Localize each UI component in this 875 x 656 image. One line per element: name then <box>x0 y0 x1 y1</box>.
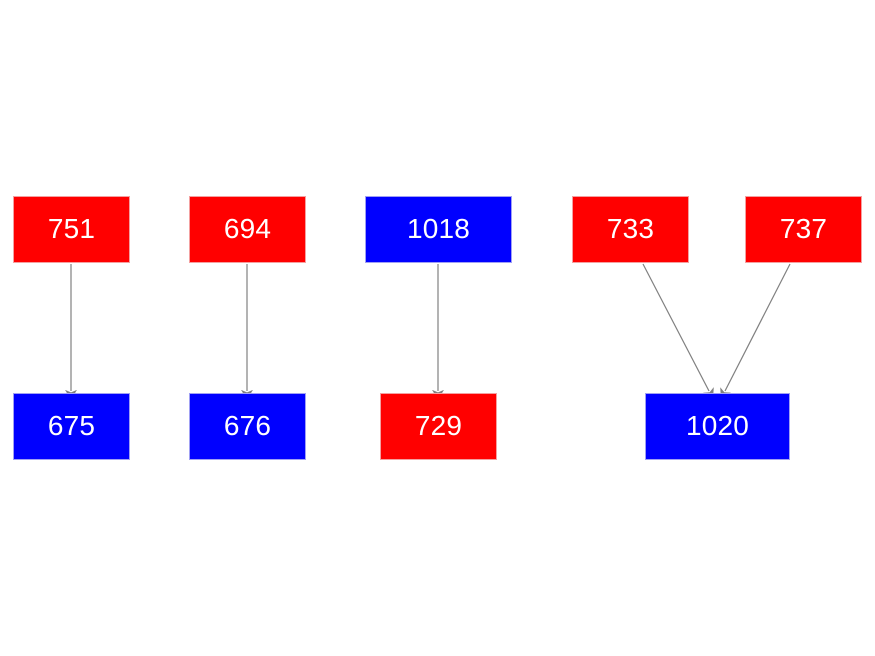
node-label: 694 <box>223 212 272 244</box>
node-label: 737 <box>779 212 828 244</box>
node-label: 729 <box>414 409 463 441</box>
graph-node-675[interactable]: 675 <box>13 393 130 460</box>
node-label: 675 <box>47 409 96 441</box>
graph-node-694[interactable]: 694 <box>189 196 306 263</box>
graph-node-737[interactable]: 737 <box>745 196 862 263</box>
edge-737-to-1020 <box>720 263 791 399</box>
node-label: 733 <box>606 212 655 244</box>
node-label: 751 <box>47 212 96 244</box>
graph-node-733[interactable]: 733 <box>572 196 689 263</box>
node-label: 1018 <box>406 212 471 244</box>
graph-node-751[interactable]: 751 <box>13 196 130 263</box>
edge-733-to-1020 <box>642 263 714 399</box>
graph-node-1018[interactable]: 1018 <box>365 196 512 263</box>
node-label: 676 <box>223 409 272 441</box>
graph-node-676[interactable]: 676 <box>189 393 306 460</box>
edge-group <box>65 263 791 400</box>
node-label: 1020 <box>685 409 750 441</box>
graph-node-729[interactable]: 729 <box>380 393 497 460</box>
graph-node-1020[interactable]: 1020 <box>645 393 790 460</box>
